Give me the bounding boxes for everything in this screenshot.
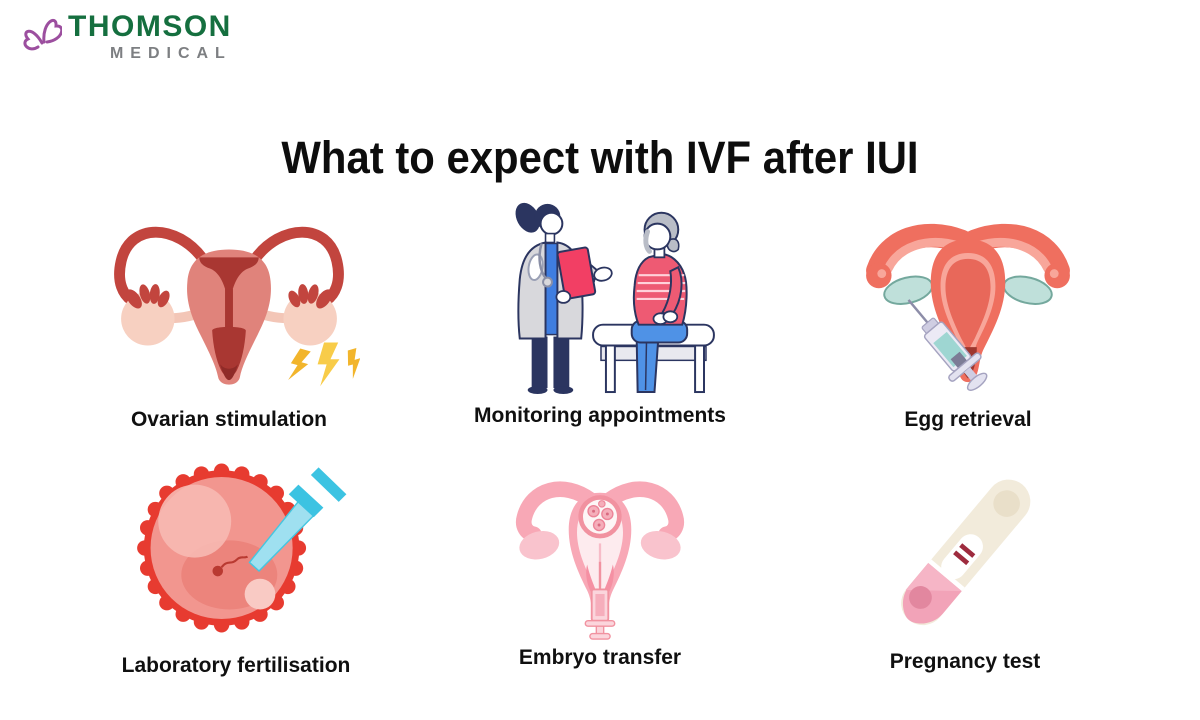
uterus-ovarian-stimulation-icon [114,226,360,387]
ponytail [515,202,540,233]
step-art [844,204,1092,400]
butterfly-icon [23,19,62,51]
doctor-hand [593,266,613,282]
step-label: Laboratory fertilisation [121,654,351,677]
syringe [907,299,988,391]
step-art [865,452,1065,642]
step-label: Embryo transfer [518,646,682,669]
stethoscope [538,243,548,280]
fimbriae-right [288,284,332,309]
pregnancy-test-stick-icon [901,479,1031,626]
fimbriae-left [126,284,170,309]
doctor-face [539,211,564,236]
step-art [475,188,725,396]
egg-cell-pipette-icon [137,463,347,633]
result-line-1 [959,543,976,558]
clipboard [556,246,597,300]
logo-text: THOMSON MEDICAL [68,10,232,63]
step-pregnancy-test: Pregnancy test [795,452,1135,674]
logo-brand: THOMSON [68,10,232,43]
doctor-patient-consult-icon [515,202,715,395]
thumb-grip [993,490,1020,517]
step-art [111,452,361,644]
ovary-right [640,530,681,560]
egg-highlight [158,484,232,558]
result-line-2 [953,550,970,566]
patient [630,211,689,394]
uterus-cavity [199,257,259,293]
thomson-medical-logo: THOMSON MEDICAL [22,10,232,63]
step-label: Pregnancy test [889,650,1041,673]
step-art [98,196,360,394]
step-laboratory-fertilisation: Laboratory fertilisation [66,452,406,678]
step-embryo-transfer: Embryo transfer [430,456,770,670]
tubes [515,481,685,543]
step-label: Ovarian stimulation [130,408,328,431]
step-label: Egg retrieval [904,408,1032,431]
test-stick [901,479,1031,626]
step-monitoring-appointments: Monitoring appointments [430,188,770,428]
sperm [212,555,249,577]
page-title: What to expect with IVF after IUI [281,132,919,184]
logo-sub: MEDICAL [109,45,232,62]
step-art [497,456,703,640]
doctor [515,202,613,395]
doctor-hand-holding [555,290,572,304]
embryo [578,495,622,539]
lightning-bolts [288,342,360,387]
fallopian-tubes [114,226,344,306]
pipette [248,467,347,573]
uterus-embryo-syringe-icon [515,481,685,640]
step-egg-retrieval: Egg retrieval [798,204,1138,432]
step-label: Monitoring appointments [474,404,726,427]
transfer-syringe [584,561,616,640]
uterus-needle-retrieval-icon [866,223,1070,391]
ovary-left [519,530,560,560]
step-ovarian-stimulation: Ovarian stimulation [59,196,399,432]
